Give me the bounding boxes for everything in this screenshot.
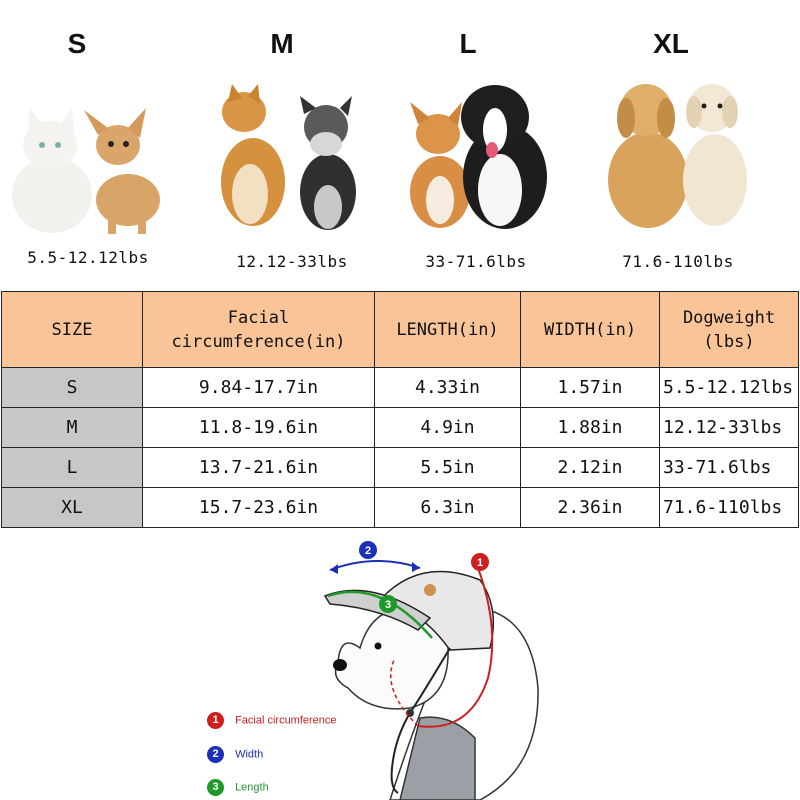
cell-weight: 71.6-110lbs xyxy=(659,487,799,528)
weight-range-m: 12.12-33lbs xyxy=(236,252,348,271)
shiba-and-schnauzer-image xyxy=(221,84,356,230)
table-row: XL 15.7-23.6in 6.3in 2.36in 71.6-110lbs xyxy=(1,487,799,528)
legend-label: Length xyxy=(235,781,269,794)
weight-range-xl: 71.6-110lbs xyxy=(622,252,734,271)
legend-facial-circumference: 1 Facial circumference xyxy=(207,712,337,729)
cell-facial: 11.8-19.6in xyxy=(142,407,375,448)
cell-weight: 33-71.6lbs xyxy=(659,447,799,488)
cell-width: 1.88in xyxy=(520,407,660,448)
header-facial-line1: Facial xyxy=(227,307,290,328)
golden-retriever-and-labrador-image xyxy=(608,84,747,228)
cell-facial: 9.84-17.7in xyxy=(142,367,375,408)
number-1-badge: 1 xyxy=(207,712,224,729)
cell-length: 6.3in xyxy=(374,487,521,528)
dog-cap-measurement-illustration: 1 2 3 xyxy=(323,541,539,800)
table-row: L 13.7-21.6in 5.5in 2.12in 33-71.6lbs xyxy=(1,447,799,488)
header-length: LENGTH(in) xyxy=(374,291,521,368)
cell-weight: 12.12-33lbs xyxy=(659,407,799,448)
number-3-badge: 3 xyxy=(207,779,224,796)
size-heading-s: S xyxy=(67,28,87,59)
cell-length: 4.33in xyxy=(374,367,521,408)
legend-length: 3 Length xyxy=(207,779,269,796)
legend-label: Width xyxy=(235,748,264,761)
header-facial-circumference: Facial circumference(in) xyxy=(142,291,375,368)
cell-facial: 13.7-21.6in xyxy=(142,447,375,488)
table-row: S 9.84-17.7in 4.33in 1.57in 5.5-12.12lbs xyxy=(1,367,799,408)
cell-width: 1.57in xyxy=(520,367,660,408)
size-heading-m: M xyxy=(270,28,294,59)
corgi-and-border-collie-image xyxy=(410,85,547,229)
cell-size: XL xyxy=(1,487,143,528)
svg-text:1: 1 xyxy=(477,557,483,569)
cell-weight: 5.5-12.12lbs xyxy=(659,367,799,408)
header-weight-line1: Dogweight xyxy=(682,307,776,328)
header-dog-weight: Dogweight (lbs) xyxy=(659,291,799,368)
svg-text:2: 2 xyxy=(365,545,371,557)
table-header-row: SIZE Facial circumference(in) LENGTH(in)… xyxy=(1,291,799,368)
weight-range-s: 5.5-12.12lbs xyxy=(27,248,149,267)
cell-width: 2.36in xyxy=(520,487,660,528)
cell-facial: 15.7-23.6in xyxy=(142,487,375,528)
cell-size: L xyxy=(1,447,143,488)
size-heading-xl: XL xyxy=(653,28,689,59)
number-2-badge: 2 xyxy=(207,746,224,763)
header-size: SIZE xyxy=(1,291,143,368)
svg-text:3: 3 xyxy=(385,599,391,611)
cell-width: 2.12in xyxy=(520,447,660,488)
header-weight-line2: (lbs) xyxy=(703,331,755,352)
header-facial-line2: circumference(in) xyxy=(171,331,346,352)
cell-length: 4.9in xyxy=(374,407,521,448)
cell-length: 5.5in xyxy=(374,447,521,488)
header-width: WIDTH(in) xyxy=(520,291,660,368)
cat-and-chihuahua-image xyxy=(12,108,160,234)
size-chart-table: SIZE Facial circumference(in) LENGTH(in)… xyxy=(1,291,799,528)
legend-label: Facial circumference xyxy=(235,714,337,727)
legend-width: 2 Width xyxy=(207,746,263,763)
weight-range-l: 33-71.6lbs xyxy=(425,252,527,271)
cell-size: M xyxy=(1,407,143,448)
cell-size: S xyxy=(1,367,143,408)
size-heading-l: L xyxy=(459,28,477,59)
table-row: M 11.8-19.6in 4.9in 1.88in 12.12-33lbs xyxy=(1,407,799,448)
